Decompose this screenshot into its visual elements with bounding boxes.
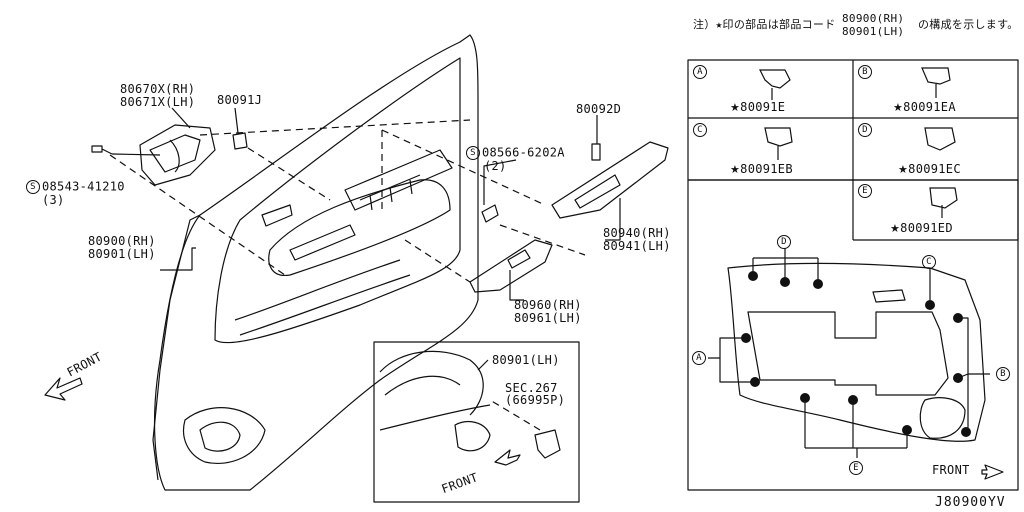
star-icon: ★ (730, 101, 741, 114)
label-handle-lh: 80671X(LH) (120, 95, 196, 109)
diagram-letter-a: A (692, 351, 708, 365)
label-section-code: (66995P) (505, 393, 566, 407)
diagram-letter-d: D (777, 235, 793, 249)
clip-icon-e (929, 187, 958, 218)
label-clip-d: 80092D (576, 102, 622, 116)
label-armrest-lh: 80941(LH) (603, 239, 671, 253)
note-code-lh: 80901(LH) (842, 25, 905, 38)
label-armrest-rh: 80940(RH) (603, 226, 671, 240)
diagram-letter-b: B (996, 367, 1012, 381)
grid-code-d: ★80091EC (898, 162, 961, 177)
star-icon: ★ (890, 222, 901, 235)
label-inset-part: 80901(LH) (492, 353, 560, 367)
screw-symbol-mid: S (466, 146, 480, 160)
grid-letter-a: A (693, 65, 709, 79)
clip-panel-outline (727, 262, 986, 442)
grid-letter-b: B (858, 65, 874, 79)
grid-code-c: ★80091EB (730, 162, 793, 177)
clip-dots (741, 271, 971, 437)
note-suffix: の構成を示します。 (918, 18, 1019, 31)
label-screw-mid-qty: (2) (484, 159, 507, 173)
clip-icon-b (921, 67, 951, 98)
armrest-part (551, 141, 669, 219)
star-icon: ★ (730, 163, 741, 176)
door-trim-panel (153, 34, 479, 491)
screw-mid-code: 08566-6202A (482, 145, 565, 160)
grid-code-a: ★80091E (730, 100, 786, 115)
diagram-reference-code: J80900YV (935, 495, 1006, 510)
clip-icon-d (924, 127, 956, 151)
clip-j-part (232, 132, 248, 150)
label-finisher-lh: 80901(LH) (88, 247, 156, 261)
note-prefix: 注）★印の部品は部品コード (693, 18, 836, 31)
clip-icon-c (764, 127, 793, 160)
grid-code-b: ★80091EA (893, 100, 956, 115)
grid-letter-d: D (858, 123, 874, 137)
star-icon: ★ (893, 101, 904, 114)
label-handle-rh: 80670X(RH) (120, 82, 196, 96)
screw-left-code: 08543-41210 (42, 179, 125, 194)
front-arrow-right (981, 464, 1004, 480)
note-code-rh: 80900(RH) (842, 12, 905, 25)
label-section: SEC.267 (505, 381, 558, 395)
screw-symbol-left: S (26, 180, 40, 194)
clip-panel-pocket (919, 397, 966, 439)
label-switch-rh: 80960(RH) (514, 298, 582, 312)
label-switch-lh: 80961(LH) (514, 311, 582, 325)
door-pocket (183, 407, 266, 464)
diagram-letter-c: C (922, 255, 938, 269)
clip-diagram-box (687, 179, 1019, 491)
clip-icon-a (759, 69, 791, 100)
grid-letter-c: C (693, 123, 709, 137)
label-finisher-rh: 80900(RH) (88, 234, 156, 248)
screw-mid-part (481, 204, 499, 223)
front-arrow-left (44, 377, 83, 401)
grid-letter-e: E (858, 184, 874, 198)
inset-box (373, 341, 580, 503)
header-note: 注）★印の部品は部品コード (693, 18, 836, 31)
star-icon: ★ (898, 163, 909, 176)
screw-left-part (91, 145, 113, 155)
label-clip-j: 80091J (217, 93, 263, 107)
label-screw-left-qty: (3) (42, 193, 65, 207)
diagram-letter-e: E (849, 461, 865, 475)
grid-code-e: ★80091ED (890, 221, 953, 236)
handle-part (139, 124, 216, 186)
front-label-diagram: FRONT (932, 463, 970, 477)
switch-finisher-part (469, 239, 553, 293)
clip-d-part (591, 143, 601, 161)
